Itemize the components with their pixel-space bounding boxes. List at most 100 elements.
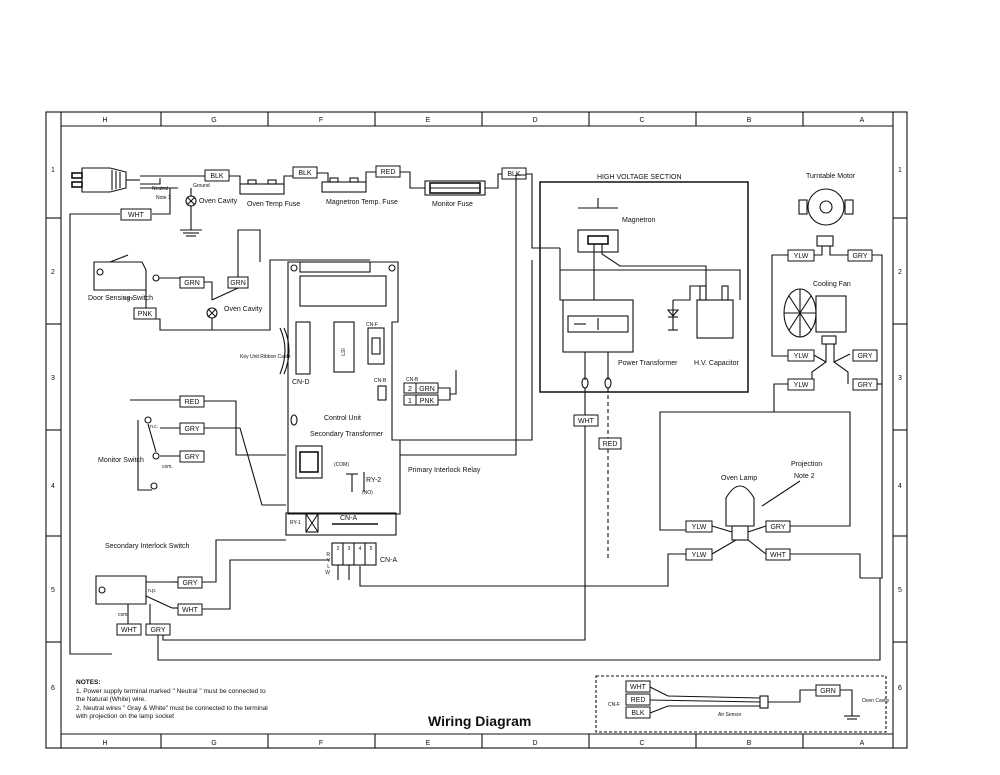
- cn-a-top-label: CN-A: [340, 515, 357, 522]
- magnetron-temp-fuse-label: Magnetron Temp. Fuse: [326, 199, 398, 206]
- border-row-left: 1: [51, 167, 55, 174]
- border-row-right: 6: [898, 685, 902, 692]
- border-col-top: H: [102, 117, 107, 124]
- border-col-bottom: F: [319, 740, 323, 747]
- wire-tag-wht-text: WHT: [770, 552, 787, 559]
- wire-tag-wht-text: WHT: [121, 627, 138, 634]
- border-col-top: F: [319, 117, 323, 124]
- notes-line: 2. Neutral wires " Gray & White" must be…: [76, 705, 268, 712]
- com-label-4: com.: [118, 612, 129, 618]
- high-voltage-section-box: [539, 181, 749, 393]
- wire-tag-blk-text: BLK: [507, 171, 521, 178]
- wire-tag-gry-text: GRY: [770, 524, 785, 531]
- secondary-interlock-switch-icon: [95, 575, 173, 609]
- notes-line: the Natural (White) wire.: [76, 696, 146, 703]
- wire-tag-gry-text: GRY: [857, 353, 872, 360]
- wire-tag-red-text: RED: [603, 441, 618, 448]
- primary-interlock-relay-icon: [346, 472, 365, 492]
- wire-tag-ylw-text: YLW: [692, 524, 707, 531]
- border-row-left: 2: [51, 269, 55, 276]
- border-col-bottom: C: [639, 740, 644, 747]
- secondary-transformer-label: Secondary Transformer: [310, 431, 384, 438]
- wire-tag-pnk-text: PNK: [138, 311, 153, 318]
- diagram-title: Wiring Diagram: [428, 713, 531, 729]
- border-col-bottom: B: [747, 740, 752, 747]
- cn-a-connector: [285, 512, 397, 536]
- com-label-3: (COM): [334, 462, 349, 468]
- primary-interlock-relay-label: Primary Interlock Relay: [408, 467, 481, 474]
- cn-a-side-label: CN-A: [380, 557, 397, 564]
- magnetron-icon: [577, 198, 619, 253]
- np-label: n.p.: [148, 588, 156, 594]
- border-row-right: 5: [898, 587, 902, 594]
- border-row-left: 3: [51, 375, 55, 382]
- ground-label: Ground: [193, 183, 210, 189]
- lsi-chip: [333, 321, 355, 373]
- wire-tag-gry-text: GRY: [182, 580, 197, 587]
- control-unit-board: [279, 261, 401, 515]
- wire-tag-ylw-text: YLW: [794, 353, 809, 360]
- oven-cavity-label-3: Oven Cavity: [862, 698, 890, 704]
- notes-heading: NOTES:: [76, 679, 101, 686]
- border-frame: [45, 111, 908, 749]
- ry1-label: RY-1: [290, 520, 301, 526]
- wire-tag-red-text: RED: [631, 697, 646, 704]
- border-row-right: 4: [898, 483, 902, 490]
- wire-tag-blk-text: BLK: [210, 173, 224, 180]
- wire-tag-wht: [573, 414, 599, 427]
- border-col-bottom: H: [102, 740, 107, 747]
- door-sensing-switch-icon: [93, 254, 160, 291]
- cn-b-pin-1-text: 1: [408, 398, 412, 405]
- wire-tag-wht: [120, 208, 152, 221]
- nc-label: n.c.: [150, 424, 158, 430]
- oven-temp-fuse-label: Oven Temp Fuse: [247, 201, 300, 208]
- border-col-bottom: A: [860, 740, 865, 747]
- control-unit-label: Control Unit: [324, 415, 361, 422]
- wire-tag-wht-text: WHT: [182, 607, 199, 614]
- cn-a-pin: 5: [370, 546, 373, 552]
- com-label-2: com.: [162, 464, 173, 470]
- secondary-interlock-switch-label: Secondary Interlock Switch: [105, 543, 190, 550]
- wire-tag-red-text: RED: [381, 169, 396, 176]
- monitor-switch-label: Monitor Switch: [98, 457, 144, 464]
- cn-b-label-right: CN-B: [406, 377, 419, 383]
- wire-tag-gry-text: GRY: [857, 382, 872, 389]
- oven-temp-fuse-icon: [239, 179, 285, 195]
- cooling-fan-icon: [783, 288, 847, 345]
- no-label: (NO): [362, 490, 373, 496]
- wire-tag-gry: [852, 349, 878, 362]
- wire-tag-wht-text: WHT: [630, 684, 647, 691]
- cn-a-pin: 2: [337, 546, 340, 552]
- wire-tag-blk-text: BLK: [631, 710, 645, 717]
- oven-lamp-icon: [725, 485, 755, 541]
- note1-label: Note 1: [156, 195, 171, 201]
- neutral-label: Neutral: [152, 186, 168, 192]
- lsi-label: LSI: [341, 348, 347, 356]
- wire-tag-grn-text: GRN: [184, 280, 200, 287]
- notes-line: 1. Power supply terminal marked " Neutra…: [76, 688, 266, 695]
- wire-tag-grn-text: GRN: [820, 688, 836, 695]
- air-sensor-label: Air Sensor: [718, 712, 742, 718]
- notes-line: with projection on the lamp socket: [75, 713, 174, 720]
- border-row-left: 6: [51, 685, 55, 692]
- high-voltage-section-label: HIGH VOLTAGE SECTION: [597, 174, 682, 181]
- secondary-transformer-icon: [290, 414, 323, 479]
- wire-tag-wht-text: WHT: [128, 212, 145, 219]
- wire-tag-grn-text: GRN: [230, 280, 246, 287]
- magnetron-temp-fuse-icon: [321, 177, 367, 193]
- door-sensing-switch-label: Door Sensing Switch: [88, 295, 153, 302]
- cn-f-label: CN-F: [366, 322, 378, 328]
- turntable-motor-icon: [798, 188, 854, 247]
- air-sensor-block: [595, 675, 887, 733]
- wire-tag-wht-text: WHT: [578, 418, 595, 425]
- hv-capacitor-label: H.V. Capacitor: [694, 360, 740, 367]
- oven-cavity-label: Oven Cavity: [199, 198, 238, 205]
- border-col-top: A: [860, 117, 865, 124]
- border-col-top: D: [532, 117, 537, 124]
- hv-diode-icon: [666, 285, 700, 331]
- border-row-right: 3: [898, 375, 902, 382]
- note2-label: Note 2: [794, 473, 815, 480]
- wire-tag-grn-text: GRN: [419, 386, 435, 393]
- cn-a-pin: 4: [359, 546, 362, 552]
